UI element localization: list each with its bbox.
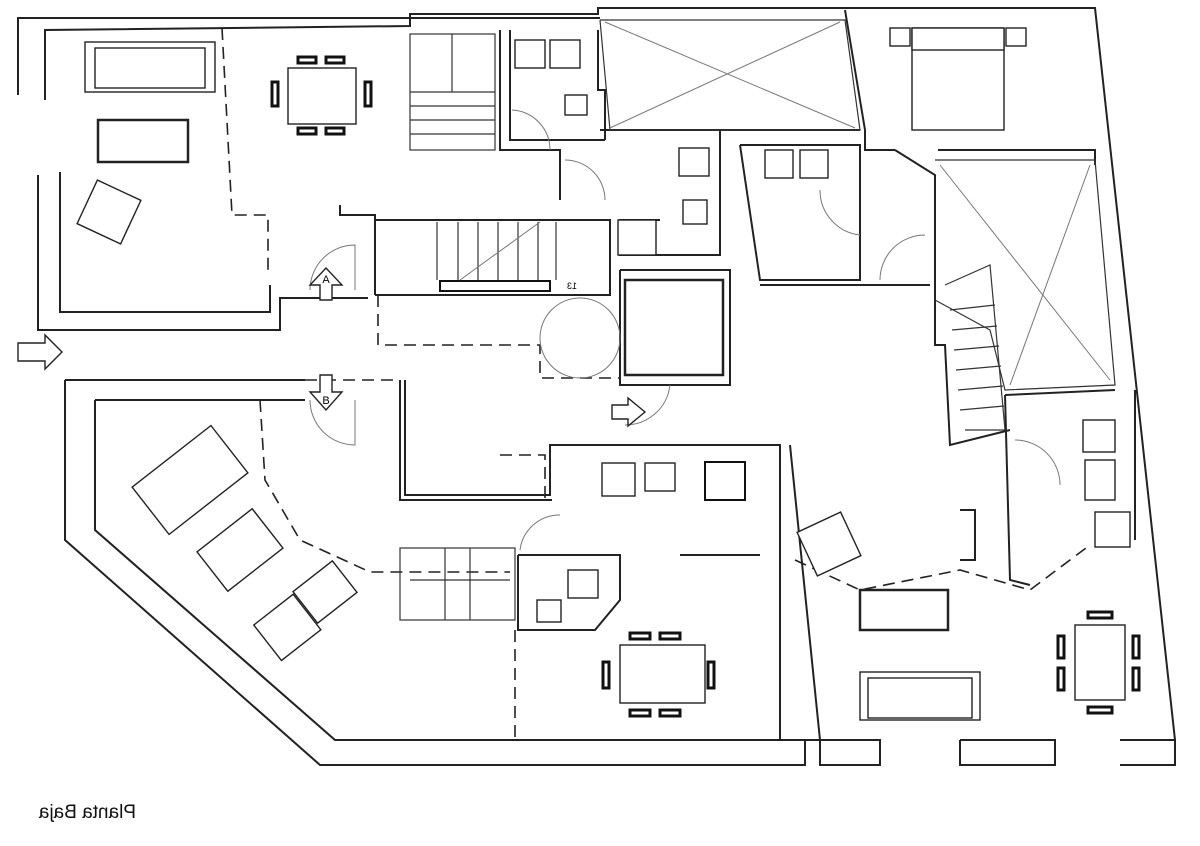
plan-title: Planta Baja — [38, 802, 136, 823]
stair-main — [436, 221, 557, 292]
dining-table-top — [270, 55, 373, 136]
marker-b: B — [322, 395, 329, 407]
interior-walls — [339, 9, 1136, 631]
dashed-boundaries — [221, 27, 1091, 740]
dining-table-bottom — [601, 631, 716, 718]
marker-a: A — [322, 274, 330, 286]
bed — [889, 27, 1027, 131]
doors — [309, 109, 1061, 551]
entrance-arrows — [17, 266, 647, 428]
sofa-set — [131, 424, 358, 662]
dining-table-right — [1056, 610, 1141, 715]
stair-step-count: 13 — [567, 281, 577, 291]
voids-open-to-above — [599, 19, 1116, 391]
staircases — [399, 33, 1006, 621]
furniture — [76, 27, 1141, 721]
